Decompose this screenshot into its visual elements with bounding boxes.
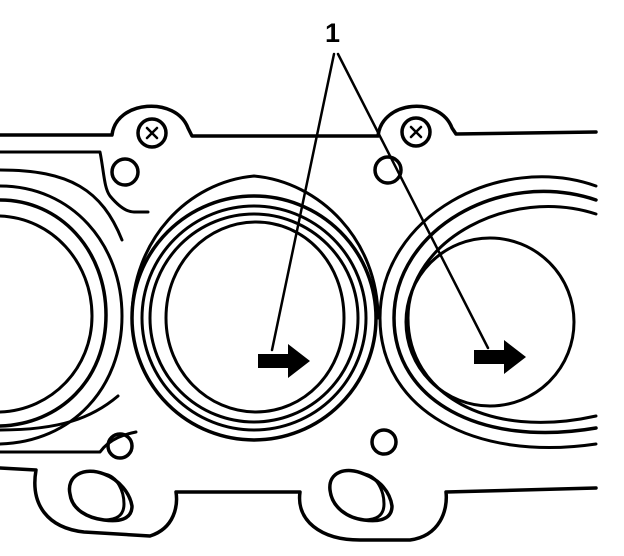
gasket-holes-top (110, 116, 432, 187)
gasket-holes-bottom (67, 428, 398, 523)
arrow-right-icon (258, 340, 526, 378)
x-mark-icon (145, 125, 423, 140)
callout-number: 1 (325, 18, 340, 48)
gasket-outline (0, 104, 598, 542)
cylinder-bore-right (378, 175, 598, 449)
cylinder-bore-left (0, 184, 124, 446)
callout-leader-lines (270, 52, 490, 352)
cylinder-bore-center (130, 174, 380, 442)
